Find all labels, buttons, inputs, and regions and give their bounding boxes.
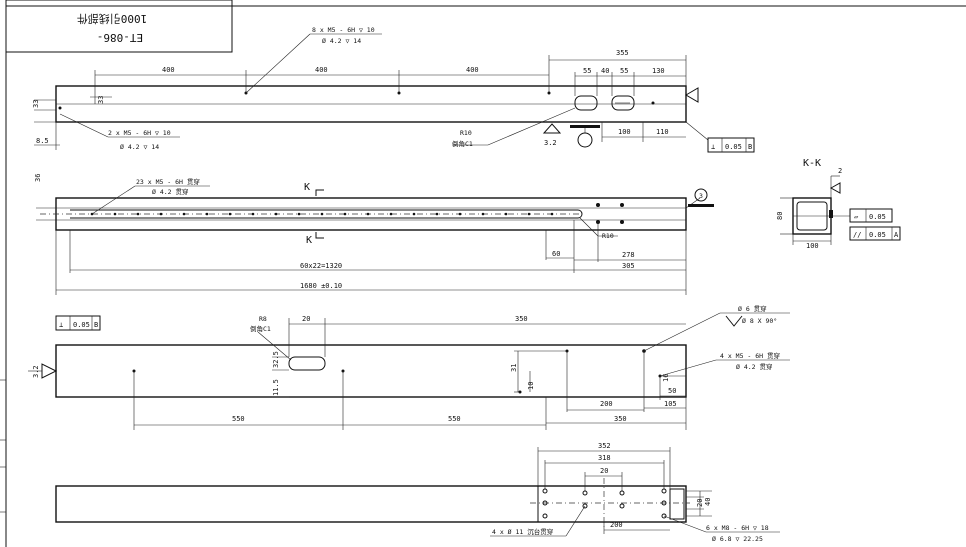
- top-dim-33-a: 33: [32, 100, 40, 108]
- front-note-r8-sub: 倒角C1: [250, 324, 271, 333]
- bottom-dim-20-right: 20: [696, 499, 704, 507]
- side-weld-mark: 3: [699, 192, 703, 200]
- top-note-left: 2 x M5 - 6H ▽ 10: [108, 129, 171, 137]
- section-mark-bottom: K: [306, 235, 312, 246]
- front-note-hole2: 4 x M5 - 6H 贯穿: [720, 351, 780, 360]
- front-dim-11-5: 11.5: [272, 379, 280, 396]
- top-dim-110: 110: [656, 128, 669, 136]
- front-dim-31: 31: [510, 364, 518, 372]
- front-dim-32-5: 32.5: [272, 351, 280, 368]
- front-dim-10: 10: [527, 382, 535, 390]
- top-dim-130: 130: [652, 67, 665, 75]
- front-note-hole1-sub: Ø 8 X 90°: [742, 317, 777, 325]
- top-dim-40: 40: [601, 67, 609, 75]
- side-dim-278: 278: [622, 251, 635, 259]
- top-tol-datum: B: [748, 143, 752, 151]
- top-dim-8-5: 8.5: [36, 137, 49, 145]
- section-mark-top: K: [304, 182, 310, 193]
- top-dim-33-b: 33: [97, 96, 105, 104]
- top-dim-400-c: 400: [466, 66, 479, 74]
- section-tol1-value: 0.05: [869, 213, 886, 221]
- top-dim-55-b: 55: [620, 67, 628, 75]
- side-dim-60: 60: [552, 250, 560, 258]
- top-view: 400 400 400 355 55 40 55 130 8 x M5 - 6H…: [32, 26, 755, 153]
- front-tol-datum: B: [94, 321, 98, 329]
- side-dim-left: 36: [34, 174, 42, 182]
- bottom-view: 352 318 20 200 40 20 4 x Ø 11 沉台贯穿 6 x M…: [55, 442, 780, 543]
- side-view: 23 x M5 - 6H 贯穿 Ø 4.2 贯穿 K K R10 3 36 60…: [34, 174, 714, 295]
- front-dim-105: 105: [664, 400, 677, 408]
- front-note-hole1: Ø 6 贯穿: [738, 304, 767, 313]
- title-line2: ET-086-: [97, 31, 143, 44]
- top-note-r10: R10: [460, 129, 472, 137]
- section-dim-width: 100: [806, 242, 819, 250]
- side-holes: [90, 203, 624, 224]
- bottom-dim-40: 40: [704, 498, 712, 506]
- front-view: ⊥ 0.05 B 3.2 R8 倒角C1 20 350 32.5 11.5 Ø …: [28, 304, 790, 430]
- title-line1: 1000引线部件: [77, 12, 148, 26]
- top-note-r10-sub: 倒角C1: [452, 139, 473, 148]
- side-note-holes-sub: Ø 4.2 贯穿: [152, 187, 188, 196]
- front-dim-50: 50: [668, 387, 676, 395]
- top-note-left-sub: Ø 4.2 ▽ 14: [120, 143, 159, 151]
- front-tol-value: 0.05: [73, 321, 90, 329]
- bottom-holes: [542, 488, 667, 519]
- bottom-dim-318: 318: [598, 454, 611, 462]
- top-dim-355: 355: [616, 49, 629, 57]
- front-note-r8: R8: [259, 315, 267, 323]
- side-dim-1320: 60x22=1320: [300, 262, 342, 270]
- section-tol1-symbol: ▱: [854, 213, 859, 221]
- front-dim-20: 20: [302, 315, 310, 323]
- front-dim-200: 200: [600, 400, 613, 408]
- front-roughness: 3.2: [32, 365, 40, 378]
- section-tol2-value: 0.05: [869, 231, 886, 239]
- section-tol2-symbol: //: [853, 231, 861, 239]
- top-dim-55-a: 55: [583, 67, 591, 75]
- title-block: 1000引线部件 ET-086-: [5, 0, 233, 53]
- bottom-note-right: 6 x M8 - 6H ▽ 18: [706, 524, 769, 532]
- top-dim-400-b: 400: [315, 66, 328, 74]
- bottom-note-left: 4 x Ø 11 沉台贯穿: [492, 527, 553, 536]
- top-note-holes: 8 x M5 - 6H ▽ 10: [312, 26, 375, 34]
- top-note-holes-sub: Ø 4.2 ▽ 14: [322, 37, 361, 45]
- top-roughness: 3.2: [544, 139, 557, 147]
- side-note-holes: 23 x M5 - 6H 贯穿: [136, 177, 200, 186]
- front-dim-550-a: 550: [232, 415, 245, 423]
- section-kk: K-K 100 80 2 ▱ 0.05 // 0.05 A: [776, 158, 901, 250]
- section-dim-small: 2: [838, 167, 842, 175]
- side-note-r10: R10: [602, 232, 614, 240]
- top-dim-100: 100: [618, 128, 631, 136]
- front-dim-350-b: 350: [614, 415, 627, 423]
- top-dim-400-a: 400: [162, 66, 175, 74]
- bottom-dim-200: 200: [610, 521, 623, 529]
- top-tol-symbol: ⊥: [711, 143, 715, 151]
- section-title: K-K: [803, 158, 821, 169]
- section-tol2-datum: A: [894, 231, 899, 239]
- bottom-note-right-sub: Ø 6.8 ▽ 22.25: [712, 535, 763, 543]
- bottom-dim-20: 20: [600, 467, 608, 475]
- side-dim-1680: 1680 ±0.10: [300, 282, 342, 290]
- top-tol-value: 0.05: [725, 143, 742, 151]
- section-dim-height: 80: [776, 212, 784, 220]
- bottom-dim-352: 352: [598, 442, 611, 450]
- front-note-hole2-sub: Ø 4.2 贯穿: [736, 362, 772, 371]
- front-dim-16: 16: [662, 374, 670, 382]
- front-dim-550-b: 550: [448, 415, 461, 423]
- front-dim-350: 350: [515, 315, 528, 323]
- front-tol-symbol: ⊥: [59, 321, 63, 329]
- side-dim-305: 305: [622, 262, 635, 270]
